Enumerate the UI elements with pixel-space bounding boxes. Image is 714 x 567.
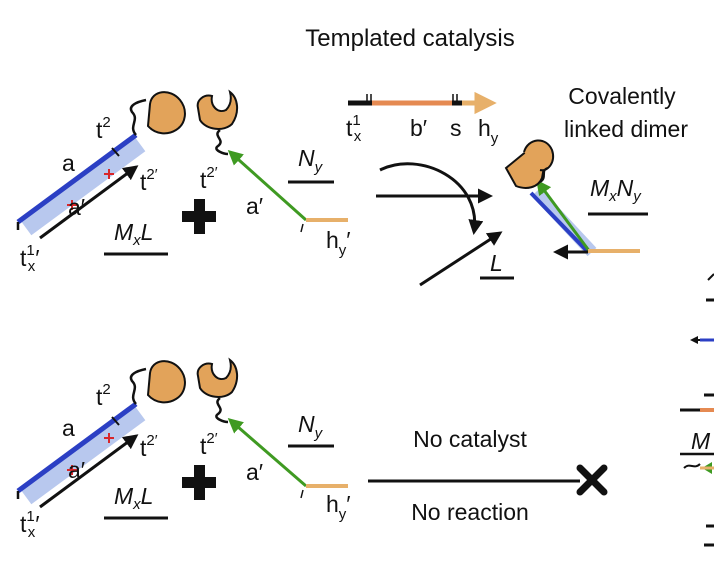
domain-a-label-bottom: a <box>62 415 75 441</box>
crosslink-marks <box>67 169 114 210</box>
strand-end-tick <box>300 223 304 233</box>
template-strand <box>348 91 497 115</box>
black-strand <box>39 165 139 240</box>
reactant-t2-prime-label: t2′ <box>200 164 218 193</box>
reactant-hy-prime-label-bottom: hy′ <box>326 491 351 523</box>
figure-title: Templated catalysis <box>305 25 514 52</box>
no-reaction-label: No reaction <box>411 499 529 525</box>
linker <box>129 98 147 136</box>
domain-a-label: a <box>62 150 75 176</box>
clipped-panel-label: M <box>691 428 711 454</box>
mxl-complex-bottom <box>16 360 186 509</box>
covalent-dimer <box>504 139 640 260</box>
domain-t2-label-bottom: t2 <box>96 381 111 410</box>
product-label-mxny: MxNy <box>590 175 642 205</box>
reactant-label-ny: Ny <box>298 145 324 176</box>
complex-label-mxl-bottom: MxL <box>114 483 153 513</box>
duplex-shading <box>20 136 146 236</box>
reactant-a-prime-label-bottom: a′ <box>246 459 263 485</box>
reactant-a-prime-label: a′ <box>246 193 263 219</box>
product-title-line2: linked dimer <box>564 116 688 142</box>
clipped-neighbor-panel <box>680 273 714 547</box>
template-b-prime-label: b′ <box>410 115 427 141</box>
template-hy-label: hy <box>478 115 499 147</box>
byproduct-label-l: L <box>490 250 503 276</box>
no-catalyst-label: No catalyst <box>413 426 527 452</box>
cross-mark <box>576 464 608 496</box>
reaction-arrows <box>376 162 503 287</box>
reactant-label-ny-bottom: Ny <box>298 411 324 442</box>
product-title-line1: Covalently <box>568 83 676 109</box>
complex-label-mxl: MxL <box>114 219 153 249</box>
reactant-hy-prime-label: hy′ <box>326 227 351 259</box>
domain-t2-label: t2 <box>96 114 111 143</box>
ny-reactant-top <box>196 89 348 233</box>
blue-strand <box>16 132 138 225</box>
plus-sign-top <box>182 199 216 234</box>
ny-reactant-bottom <box>196 357 348 499</box>
plus-sign-bottom <box>182 465 216 500</box>
receptor-cup <box>196 89 238 130</box>
t2-tick <box>111 147 120 157</box>
domain-t2-prime-label-bottom: t2′ <box>140 432 158 461</box>
catalyst-body <box>146 91 186 135</box>
domain-t2-prime-label: t2′ <box>140 166 158 195</box>
linker <box>215 129 229 156</box>
template-s-label: s <box>450 115 462 141</box>
mxl-complex-top <box>16 91 186 240</box>
green-strand <box>227 149 308 222</box>
domain-a-prime-label: a′ <box>68 194 85 220</box>
reactant-t2-prime-label-bottom: t2′ <box>200 430 218 459</box>
domain-a-prime-label-bottom: a′ <box>68 457 85 483</box>
